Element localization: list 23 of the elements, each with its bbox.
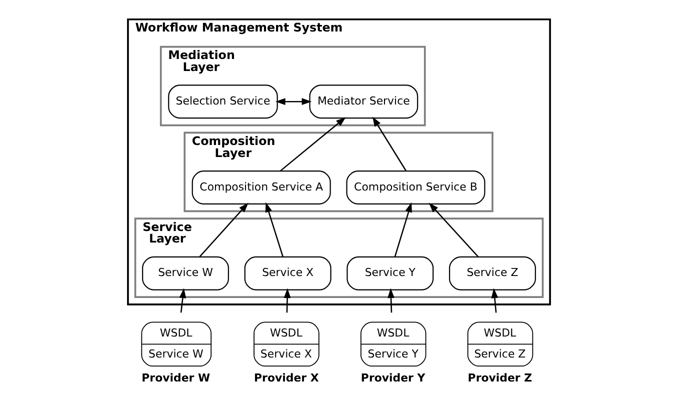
node-box: Mediator Service bbox=[309, 84, 418, 119]
arrow bbox=[280, 117, 346, 172]
node-box: Service X bbox=[244, 256, 332, 290]
node-label: Provider Z bbox=[468, 371, 532, 384]
arrow bbox=[491, 288, 498, 313]
arrow bbox=[199, 202, 248, 258]
arrow bbox=[394, 202, 412, 257]
arrow bbox=[372, 116, 406, 172]
node-box: Selection Service bbox=[168, 84, 278, 119]
arrow bbox=[428, 202, 479, 258]
node-box: Service W bbox=[142, 256, 229, 290]
node-box: Composition Service A bbox=[192, 170, 331, 204]
node-label: Provider Y bbox=[360, 371, 426, 384]
node-label: Provider W bbox=[142, 371, 210, 384]
node-box: Composition Service B bbox=[346, 170, 486, 204]
node-box: Service Y bbox=[346, 256, 434, 290]
node-label: Provider X bbox=[254, 371, 319, 384]
arrow bbox=[265, 202, 284, 257]
arrow bbox=[388, 288, 394, 313]
arrow bbox=[284, 288, 291, 313]
arrow bbox=[179, 288, 186, 313]
node-box: Service Z bbox=[449, 256, 536, 290]
arrow bbox=[275, 98, 312, 106]
